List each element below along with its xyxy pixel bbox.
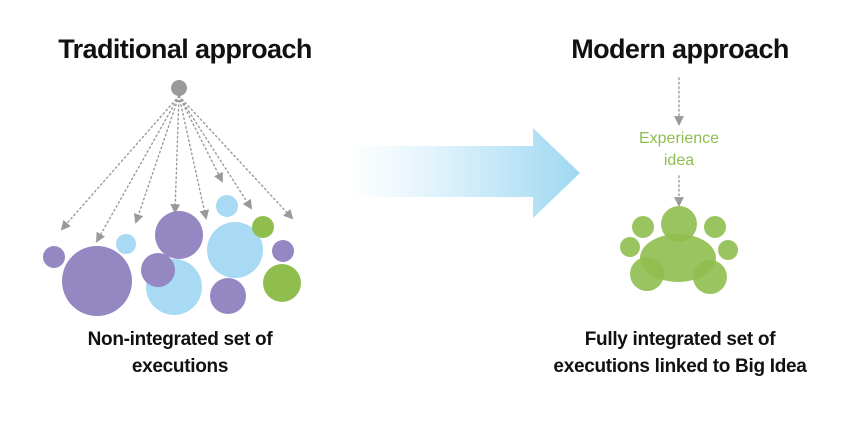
execution-circle — [252, 216, 274, 238]
idea-line-2: idea — [663, 152, 695, 169]
execution-circle — [116, 234, 136, 254]
execution-circle — [207, 222, 263, 278]
scattered-executions — [43, 195, 301, 316]
cluster-core — [640, 234, 716, 282]
traditional-title: Traditional approach — [58, 34, 312, 64]
modern-caption-line-1: Fully integrated set of — [584, 329, 776, 350]
execution-circle — [210, 278, 246, 314]
fan-arrow — [178, 95, 294, 220]
cluster-circle — [704, 216, 726, 238]
fan-arrow — [178, 95, 253, 210]
modern-caption: Fully integrated set of executions linke… — [530, 326, 830, 380]
execution-circle — [43, 246, 65, 268]
traditional-caption-line-2: executions — [131, 356, 229, 377]
fan-arrows — [60, 95, 294, 243]
traditional-caption-line-1: Non-integrated set of — [87, 329, 273, 350]
execution-circle — [263, 264, 301, 302]
fan-arrow — [178, 95, 210, 220]
fan-arrow — [60, 95, 180, 231]
fan-arrow — [96, 95, 180, 243]
integrated-cluster — [620, 206, 738, 294]
modern-title: Modern approach — [571, 34, 789, 64]
cluster-circle — [718, 240, 738, 260]
traditional-caption: Non-integrated set of executions — [45, 326, 315, 380]
cluster-circle — [620, 237, 640, 257]
fan-arrow — [178, 95, 223, 183]
source-node-icon — [171, 80, 187, 96]
cluster-circle — [632, 216, 654, 238]
execution-circle — [62, 246, 132, 316]
modern-caption-line-2: executions linked to Big Idea — [553, 356, 807, 377]
idea-line-1: Experience — [638, 130, 720, 147]
execution-circle — [155, 211, 203, 259]
execution-circle — [272, 240, 294, 262]
execution-circle — [216, 195, 238, 217]
experience-idea-label: Experience idea — [619, 128, 739, 172]
cluster-circle — [661, 206, 697, 242]
execution-circle — [141, 253, 175, 287]
fan-arrow — [133, 95, 180, 224]
right-arrow-icon — [350, 128, 580, 218]
fan-arrow — [170, 95, 181, 214]
